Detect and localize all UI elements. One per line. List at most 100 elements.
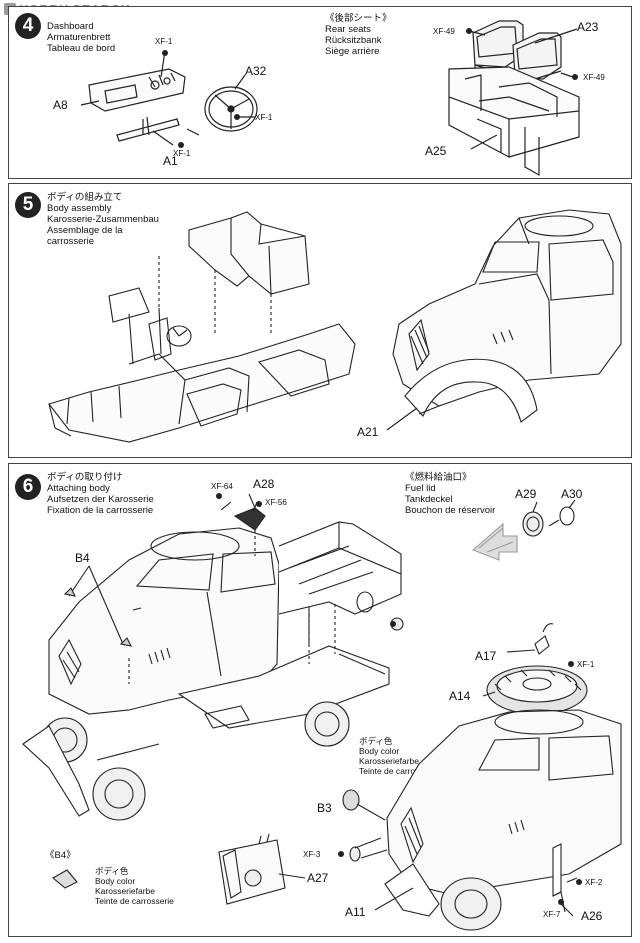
paint-dot-xf2-icon (576, 879, 582, 885)
paint-label-xf2: XF-2 (585, 878, 603, 887)
body-tub-part (48, 287, 356, 443)
step-4-title-en: Dashboard (47, 21, 94, 32)
paint-label-xf1-wheel: XF-1 (255, 113, 273, 122)
part-label-a26: A26 (581, 909, 603, 923)
rear-seats-title-en: Rear seats (325, 24, 371, 35)
fastener-dot-icon (390, 621, 396, 627)
step-5-panel: 5 ボディの組み立て Body assembly Karosserie-Zusa… (8, 183, 632, 458)
step-5-number: 5 (15, 192, 41, 218)
fuel-lid-title-fr: Bouchon de réservoir (405, 505, 496, 516)
direction-arrow-icon (471, 522, 518, 561)
dashboard-part (88, 68, 186, 112)
paint-label-xf1: XF-1 (577, 660, 595, 669)
part-label-a28: A28 (253, 477, 275, 491)
paint-label-xf1-bottom: XF-1 (173, 149, 191, 158)
step-5-title: ボディの組み立て Body assembly Karosserie-Zusamm… (47, 192, 159, 247)
step-5-title-jp: ボディの組み立て (47, 192, 123, 203)
paint-dot-xf64-icon (216, 493, 222, 499)
part-label-a23: A23 (577, 20, 599, 34)
rear-seats-title-jp: 《後部シート》 (325, 13, 392, 24)
paint-label-xf49-left: XF-49 (433, 27, 455, 36)
step-4-title: Dashboard Armaturenbrett Tableau de bord (47, 21, 115, 54)
step-5-title-fr2: carrosserie (47, 236, 94, 247)
paint-label-xf1-top: XF-1 (155, 37, 173, 46)
b4-color-note: ボディ色 Body color Karosseriefarbe Teinte d… (95, 866, 174, 906)
floor-panel-part (188, 211, 310, 295)
paint-dot-xf49-right-icon (572, 74, 578, 80)
part-label-a8: A8 (53, 98, 68, 112)
step-4-title-fr: Tableau de bord (47, 43, 116, 54)
paint-dot-xf1-wheel-icon (234, 114, 240, 120)
step-6-title: ボディの取り付け Attaching body Aufsetzen der Ka… (47, 472, 154, 516)
paint-label-xf3: XF-3 (303, 850, 321, 859)
step-6-title-fr: Fixation de la carrosserie (47, 505, 154, 516)
step-4-drawing (80, 20, 580, 177)
fuel-lid-title: 《燃料給油口》 Fuel lid Tankdeckel Bouchon de r… (405, 472, 495, 516)
part-label-a25: A25 (425, 144, 447, 158)
rear-seats-title: 《後部シート》 Rear seats Rücksitzbank Siège ar… (325, 13, 392, 57)
step-6-title-de: Aufsetzen der Karosserie (47, 494, 154, 505)
b4-title: 《B4》 (45, 850, 76, 861)
steering-column-part (116, 116, 180, 142)
chassis-part (22, 645, 390, 821)
b4-color-fr: Teinte de carrosserie (95, 896, 174, 906)
paint-label-xf64: XF-64 (211, 482, 233, 491)
b4-color-de: Karosseriefarbe (95, 886, 156, 896)
paint-dot-xf7-icon (558, 899, 564, 905)
b4-color-en: Body color (95, 876, 136, 886)
step-4-title-de: Armaturenbrett (47, 32, 111, 43)
step-4-panel: 4 Dashboard Armaturenbrett Tableau de bo… (8, 6, 632, 179)
step-6-title-jp: ボディの取り付け (47, 472, 123, 483)
body-color-note: ボディ色 Body color Karosseriefarbe Teinte d… (359, 736, 438, 776)
part-a17 (534, 623, 554, 655)
fuel-lid-title-en: Fuel lid (405, 483, 436, 494)
step-4-number: 4 (15, 13, 41, 39)
part-label-b3: B3 (317, 801, 332, 815)
part-label-a32: A32 (245, 64, 267, 78)
paint-dot-xf3-icon (338, 851, 344, 857)
paint-dot-xf1-icon (568, 661, 574, 667)
spare-tire-part (486, 665, 588, 715)
paint-label-xf49-right: XF-49 (583, 73, 605, 82)
body-color-jp: ボディ色 (359, 736, 393, 746)
body-color-de: Karosseriefarbe (359, 756, 420, 766)
step-5-title-en: Body assembly (47, 203, 112, 214)
body-color-fr: Teinte de carrosserie (359, 766, 438, 776)
part-label-a21: A21 (357, 425, 379, 439)
rear-seats-title-fr: Siège arrière (325, 46, 380, 57)
fuel-lid-part (522, 506, 575, 537)
part-a27 (218, 833, 286, 905)
paint-dot-xf1-bottom-icon (178, 142, 184, 148)
part-label-a11: A11 (345, 905, 366, 919)
step-6-number: 6 (15, 474, 41, 500)
step-5-title-fr1: Assemblage de la (47, 225, 123, 236)
assembled-body-part (392, 209, 622, 423)
driver-seat-part (148, 317, 192, 361)
part-label-b4: B4 (75, 551, 90, 565)
part-a26 (552, 843, 566, 913)
part-label-a14: A14 (449, 689, 471, 703)
part-a28 (220, 493, 266, 531)
part-headlamp (349, 837, 388, 862)
rear-seats-title-de: Rücksitzbank (325, 35, 382, 46)
part-label-a27: A27 (307, 871, 329, 885)
part-b3 (342, 789, 386, 821)
paint-dot-xf56-icon (256, 501, 262, 507)
paint-dot-xf1-top-icon (162, 50, 168, 56)
rear-seat-part (472, 20, 562, 86)
b4-color-jp: ボディ色 (95, 866, 129, 876)
step-6-title-en: Attaching body (47, 483, 110, 494)
fuel-lid-title-de: Tankdeckel (405, 494, 453, 505)
body-color-en: Body color (359, 746, 400, 756)
steering-wheel-part (204, 86, 258, 132)
part-label-a30: A30 (561, 487, 583, 501)
step-6-panel: 6 ボディの取り付け Attaching body Aufsetzen der … (8, 463, 632, 937)
paint-label-xf7: XF-7 (543, 910, 561, 919)
part-label-a1: A1 (163, 154, 178, 168)
step-5-drawing (48, 209, 622, 443)
part-label-a29: A29 (515, 487, 537, 501)
part-label-a17: A17 (475, 649, 497, 663)
assembled-truck-part (384, 709, 622, 931)
fuel-lid-title-jp: 《燃料給油口》 (405, 472, 472, 483)
step-5-title-de: Karosserie-Zusammenbau (47, 214, 159, 225)
